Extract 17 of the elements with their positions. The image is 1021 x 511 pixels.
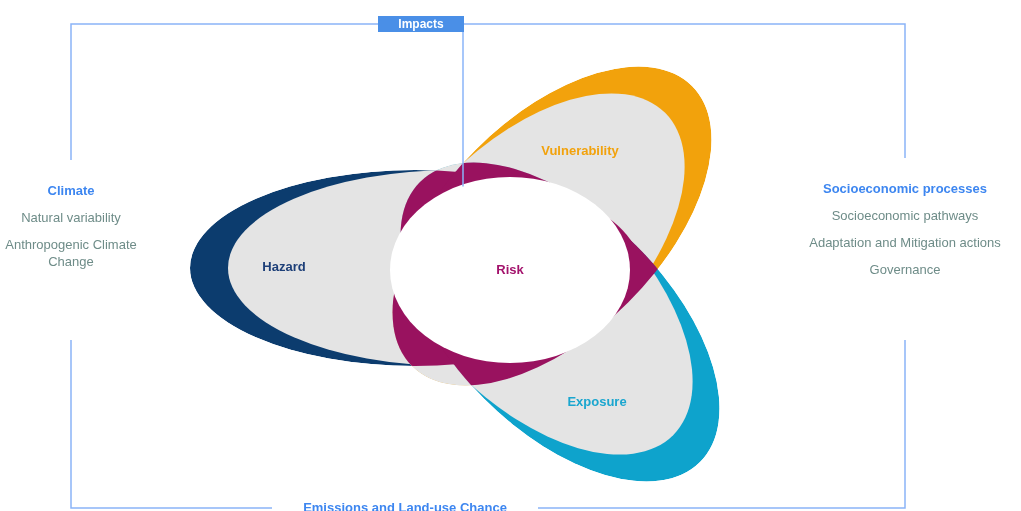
- connector-line: [462, 31, 464, 188]
- driver-text: Anthropogenic Climate Change: [4, 236, 138, 270]
- driver-text: Socioeconomic pathways: [831, 207, 979, 224]
- component-label: Hazard: [262, 258, 306, 277]
- driver-text: Natural variability: [21, 209, 121, 226]
- component-label: Risk: [496, 261, 524, 280]
- connector-line: [537, 339, 906, 509]
- connector-line: [463, 23, 906, 159]
- component-label: Vulnerability: [541, 142, 619, 161]
- connector-line: [70, 339, 273, 509]
- connector-line: [70, 23, 379, 161]
- group-heading: Climate: [47, 182, 95, 199]
- group-heading: Socioeconomic processes: [823, 180, 987, 197]
- driver-text: Adaptation and Mitigation actions: [809, 234, 1001, 251]
- component-label: Exposure: [567, 393, 627, 412]
- driver-text: Governance: [869, 261, 941, 278]
- impacts-tag: Impacts: [378, 16, 464, 32]
